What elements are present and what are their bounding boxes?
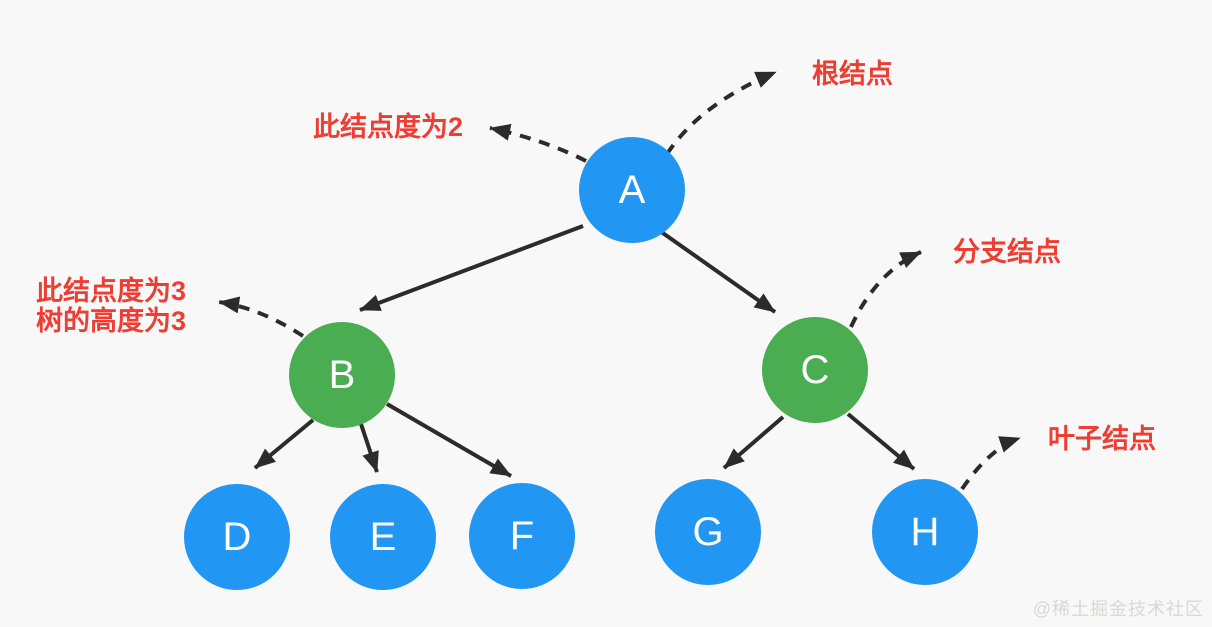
node-a-label: A — [618, 167, 646, 212]
edge-b-f — [385, 402, 513, 478]
node-e: E — [330, 484, 436, 590]
edge-c-g — [722, 415, 785, 470]
watermark: @稀土掘金技术社区 — [1032, 599, 1204, 619]
node-d: D — [184, 484, 290, 590]
callout-arrow-branch — [849, 250, 922, 328]
node-c: C — [762, 317, 868, 423]
edge-c-h — [846, 412, 916, 471]
node-f-label: F — [509, 513, 535, 558]
node-e-label: E — [369, 514, 397, 559]
callout-arrow-degree2 — [489, 123, 587, 163]
edge-a-c — [648, 222, 777, 314]
node-b: B — [289, 322, 395, 428]
annotation-degree-3-line2: 树的高度为3 — [36, 306, 187, 336]
callout-arrow-root — [665, 70, 777, 156]
node-h: H — [872, 479, 978, 585]
node-c-label: C — [800, 347, 830, 392]
node-g-label: G — [692, 509, 724, 554]
node-d-label: D — [222, 514, 252, 559]
node-a: A — [579, 137, 685, 243]
annotation-degree-3: 此结点度为3 树的高度为3 — [36, 276, 186, 336]
annotation-branch-node: 分支结点 — [953, 237, 1061, 267]
annotation-degree-2: 此结点度为2 — [313, 112, 464, 142]
annotation-leaf-node: 叶子结点 — [1048, 424, 1156, 454]
edge-b-e — [359, 423, 379, 473]
node-f: F — [469, 483, 575, 589]
edge-a-b — [359, 224, 584, 312]
node-b-label: B — [328, 352, 356, 397]
node-g: G — [655, 479, 761, 585]
edge-b-d — [253, 418, 315, 470]
callout-arrow-leaf — [960, 436, 1021, 491]
node-h-label: H — [910, 509, 940, 554]
annotation-root-node: 根结点 — [812, 59, 893, 89]
annotation-degree-3-line1: 此结点度为3 — [36, 276, 187, 306]
callout-arrow-degree3 — [218, 296, 305, 338]
